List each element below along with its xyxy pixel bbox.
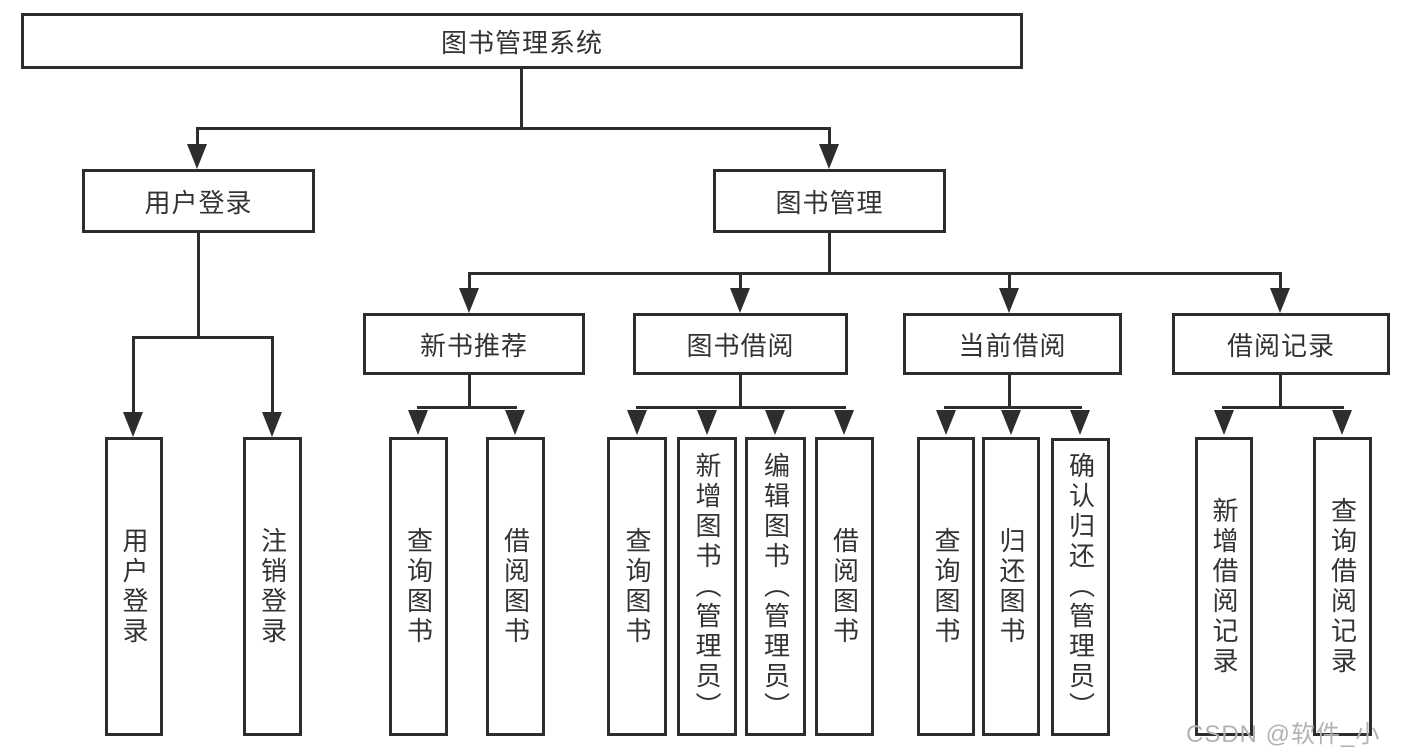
node-borrowing-records: 借阅记录: [1172, 313, 1390, 375]
tree-connector: [468, 375, 471, 409]
arrowhead-down-icon: [765, 410, 785, 435]
tree-connector: [132, 336, 274, 339]
arrowhead-down-icon: [1270, 288, 1290, 313]
leaf-label: 归还图书: [996, 526, 1026, 647]
tree-connector: [739, 375, 742, 409]
tree-connector: [739, 272, 742, 292]
leaf-query-books-borrowing: 查询图书: [607, 437, 667, 736]
tree-connector: [196, 127, 831, 130]
tree-connector: [468, 272, 1282, 275]
leaf-logout: 注销登录: [243, 437, 302, 736]
tree-connector: [828, 233, 831, 275]
leaf-label: 借阅图书: [829, 526, 860, 647]
tree-connector: [1279, 375, 1282, 409]
arrowhead-down-icon: [936, 410, 956, 435]
node-label: 当前借阅: [958, 330, 1067, 361]
arrowhead-down-icon: [834, 410, 854, 435]
tree-connector: [468, 272, 471, 292]
arrowhead-down-icon: [1070, 410, 1090, 435]
tree-connector: [1279, 272, 1282, 292]
arrowhead-down-icon: [627, 410, 647, 435]
arrowhead-down-icon: [262, 412, 282, 437]
node-library-management-system: 图书管理系统: [21, 13, 1023, 69]
csdn-watermark: CSDN @软件_小贺同学: [1186, 721, 1381, 747]
tree-connector: [271, 336, 274, 413]
leaf-label: 新增借阅记录: [1209, 496, 1239, 677]
leaf-borrow-books: 借阅图书: [815, 437, 874, 736]
tree-connector: [1222, 406, 1344, 409]
node-label: 图书借阅: [686, 330, 795, 361]
leaf-confirm-return-admin: 确认归还（管理员）: [1051, 438, 1110, 736]
arrowhead-down-icon: [819, 144, 839, 169]
leaf-query-borrow-record: 查询借阅记录: [1313, 437, 1372, 736]
tree-connector: [828, 127, 831, 149]
arrowhead-down-icon: [730, 288, 750, 313]
leaf-label: 编辑图书（管理员）: [760, 451, 791, 722]
leaf-borrow-books-recommend: 借阅图书: [486, 437, 545, 736]
leaf-return-books: 归还图书: [982, 437, 1040, 736]
leaf-label: 注销登录: [257, 526, 288, 647]
node-book-borrowing: 图书借阅: [633, 313, 848, 375]
arrowhead-down-icon: [1001, 410, 1021, 435]
leaf-query-books-recommend: 查询图书: [389, 437, 448, 736]
arrowhead-down-icon: [459, 288, 479, 313]
leaf-label: 借阅图书: [500, 526, 531, 647]
leaf-label: 确认归还（管理员）: [1065, 452, 1096, 722]
tree-connector: [944, 406, 1082, 409]
tree-connector: [197, 233, 200, 336]
leaf-label: 查询借阅记录: [1327, 496, 1358, 677]
tree-connector: [1008, 375, 1011, 409]
leaf-add-borrow-record: 新增借阅记录: [1195, 437, 1253, 736]
node-label: 用户登录: [144, 187, 253, 218]
arrowhead-down-icon: [697, 410, 717, 435]
node-label: 借阅记录: [1226, 330, 1335, 361]
tree-connector: [417, 406, 517, 409]
leaf-user-login: 用户登录: [105, 437, 163, 736]
node-book-management: 图书管理: [713, 169, 946, 233]
tree-connector: [1008, 272, 1011, 292]
leaf-label: 查询图书: [622, 526, 652, 647]
node-new-book-recommend: 新书推荐: [363, 313, 585, 375]
leaf-add-book-admin: 新增图书（管理员）: [677, 437, 737, 736]
arrowhead-down-icon: [408, 410, 428, 435]
tree-connector: [636, 406, 846, 409]
leaf-query-books-current: 查询图书: [917, 437, 975, 736]
leaf-label: 新增图书（管理员）: [692, 451, 722, 722]
leaf-label: 查询图书: [403, 526, 434, 647]
tree-connector: [196, 127, 199, 149]
arrowhead-down-icon: [999, 288, 1019, 313]
leaf-edit-book-admin: 编辑图书（管理员）: [745, 437, 806, 736]
arrowhead-down-icon: [187, 144, 207, 169]
leaf-label: 用户登录: [119, 526, 149, 647]
node-user-login: 用户登录: [82, 169, 315, 233]
arrowhead-down-icon: [123, 412, 143, 437]
tree-connector: [132, 336, 135, 413]
node-label: 新书推荐: [419, 330, 528, 361]
arrowhead-down-icon: [1332, 410, 1352, 435]
node-label: 图书管理系统: [440, 27, 603, 58]
leaf-label: 查询图书: [931, 526, 961, 647]
arrowhead-down-icon: [505, 410, 525, 435]
node-current-borrowing: 当前借阅: [903, 313, 1122, 375]
node-label: 图书管理: [775, 187, 884, 218]
arrowhead-down-icon: [1214, 410, 1234, 435]
tree-connector: [520, 69, 523, 130]
